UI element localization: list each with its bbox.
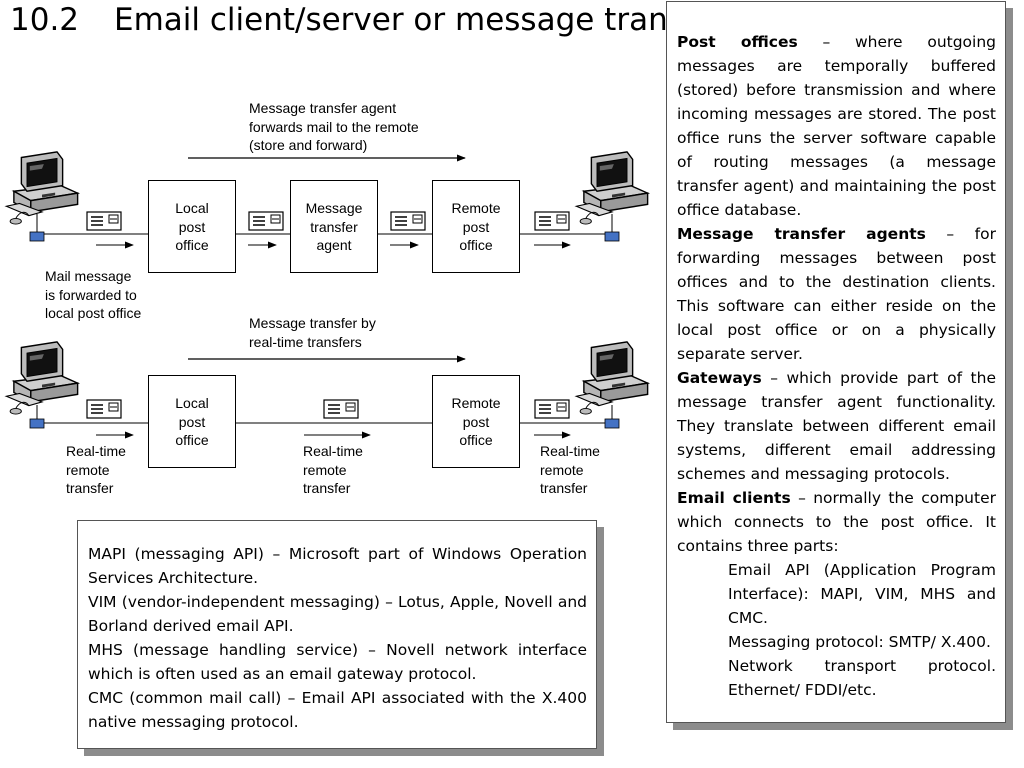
definition-term: Message transfer agents (677, 225, 926, 243)
definition-text: – which provide part of the message tran… (677, 369, 996, 483)
definition-item: Post offices – where outgoing messages a… (677, 30, 996, 222)
slide-title: 10.2 Email client/server or message trans… (10, 2, 755, 38)
definition-text: – for forwarding messages between post o… (677, 225, 996, 363)
definition-term: Email clients (677, 489, 791, 507)
local-post-office-box: Local post office (148, 375, 236, 468)
client-part: Email API (Application Program Interface… (728, 561, 996, 627)
envelope-icon (248, 211, 284, 231)
top-caption: Message transfer agent forwards mail to … (249, 100, 419, 153)
local-post-office-box: Local post office (148, 180, 236, 273)
api-paragraph: MAPI (messaging API) – Microsoft part of… (88, 545, 587, 587)
definition-item: Email clients – normally the computer wh… (677, 486, 996, 558)
email-api-panel: MAPI (messaging API) – Microsoft part of… (77, 520, 597, 749)
envelope-icon (86, 211, 122, 231)
computer-icon (575, 151, 649, 225)
bottom-caption: Message transfer by real-time transfers (249, 315, 376, 350)
network-tap-icon (29, 418, 45, 429)
definition-text: – where outgoing messages are temporally… (677, 33, 997, 219)
client-part: Messaging protocol: SMTP/ X.400. (728, 633, 991, 651)
real-time-note-right: Real-time remote transfer (540, 443, 600, 496)
message-transfer-agent-box: Message transfer agent (290, 180, 378, 273)
network-tap-icon (604, 418, 620, 429)
computer-icon (5, 341, 79, 415)
definition-term: Gateways (677, 369, 762, 387)
network-tap-icon (29, 231, 45, 242)
envelope-icon (534, 399, 570, 419)
definition-item: Gateways – which provide part of the mes… (677, 366, 996, 486)
client-part: Network transport protocol. Ethernet/ FD… (728, 657, 996, 699)
envelope-icon (390, 211, 426, 231)
real-time-note-left: Real-time remote transfer (66, 443, 126, 496)
definition-term: Post offices (677, 33, 798, 51)
title-text: Email client/server or message transfer … (114, 2, 756, 38)
envelope-icon (86, 399, 122, 419)
computer-icon (5, 151, 79, 225)
section-number: 10.2 (10, 2, 80, 38)
network-tap-icon (604, 231, 620, 242)
definitions-panel: Post offices – where outgoing messages a… (666, 1, 1006, 723)
real-time-note-middle: Real-time remote transfer (303, 443, 363, 496)
definition-item: Message transfer agents – for forwarding… (677, 222, 996, 366)
mail-forward-note: Mail message is forwarded to local post … (45, 268, 142, 321)
envelope-icon (323, 399, 359, 419)
top-flow (5, 151, 649, 249)
bottom-flow (5, 341, 649, 439)
api-paragraph: CMC (common mail call) – Email API assoc… (88, 689, 587, 731)
api-paragraph: MHS (message handling service) – Novell … (88, 641, 587, 683)
envelope-icon (534, 211, 570, 231)
definition-text: – normally the computer which connects t… (677, 489, 996, 555)
computer-icon (575, 341, 649, 415)
api-paragraph: VIM (vendor-independent messaging) – Lot… (88, 593, 587, 635)
remote-post-office-box: Remote post office (432, 180, 520, 273)
remote-post-office-box: Remote post office (432, 375, 520, 468)
